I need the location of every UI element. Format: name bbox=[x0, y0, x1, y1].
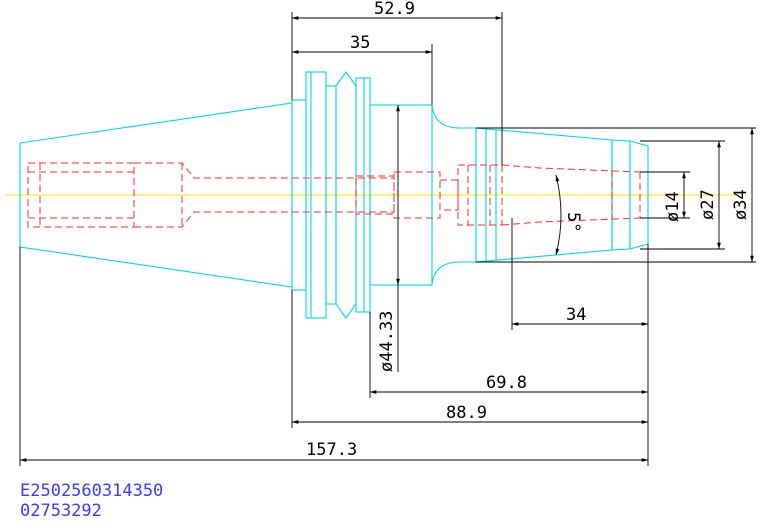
tool-holder-outline bbox=[19, 71, 649, 319]
code-line-2: 02753292 bbox=[20, 501, 102, 521]
dim-157-3: 157.3 bbox=[306, 440, 357, 460]
internal-bore-hidden-lines bbox=[27, 162, 641, 228]
angle-5-deg: 5° bbox=[563, 212, 583, 232]
dia-14: ø14 bbox=[663, 191, 683, 222]
dim-52-9: 52.9 bbox=[374, 0, 415, 19]
dim-35: 35 bbox=[350, 33, 370, 53]
dia-44-33: ø44.33 bbox=[377, 311, 397, 372]
dim-34-length: 34 bbox=[566, 305, 586, 325]
dia-34: ø34 bbox=[731, 189, 751, 220]
dim-88-9: 88.9 bbox=[446, 403, 487, 423]
drawing-codes: E2502560314350 02753292 bbox=[20, 481, 163, 521]
dim-69-8: 69.8 bbox=[486, 373, 527, 393]
dia-27: ø27 bbox=[698, 189, 718, 220]
code-line-1: E2502560314350 bbox=[20, 481, 164, 501]
dimension-lines bbox=[19, 12, 756, 466]
